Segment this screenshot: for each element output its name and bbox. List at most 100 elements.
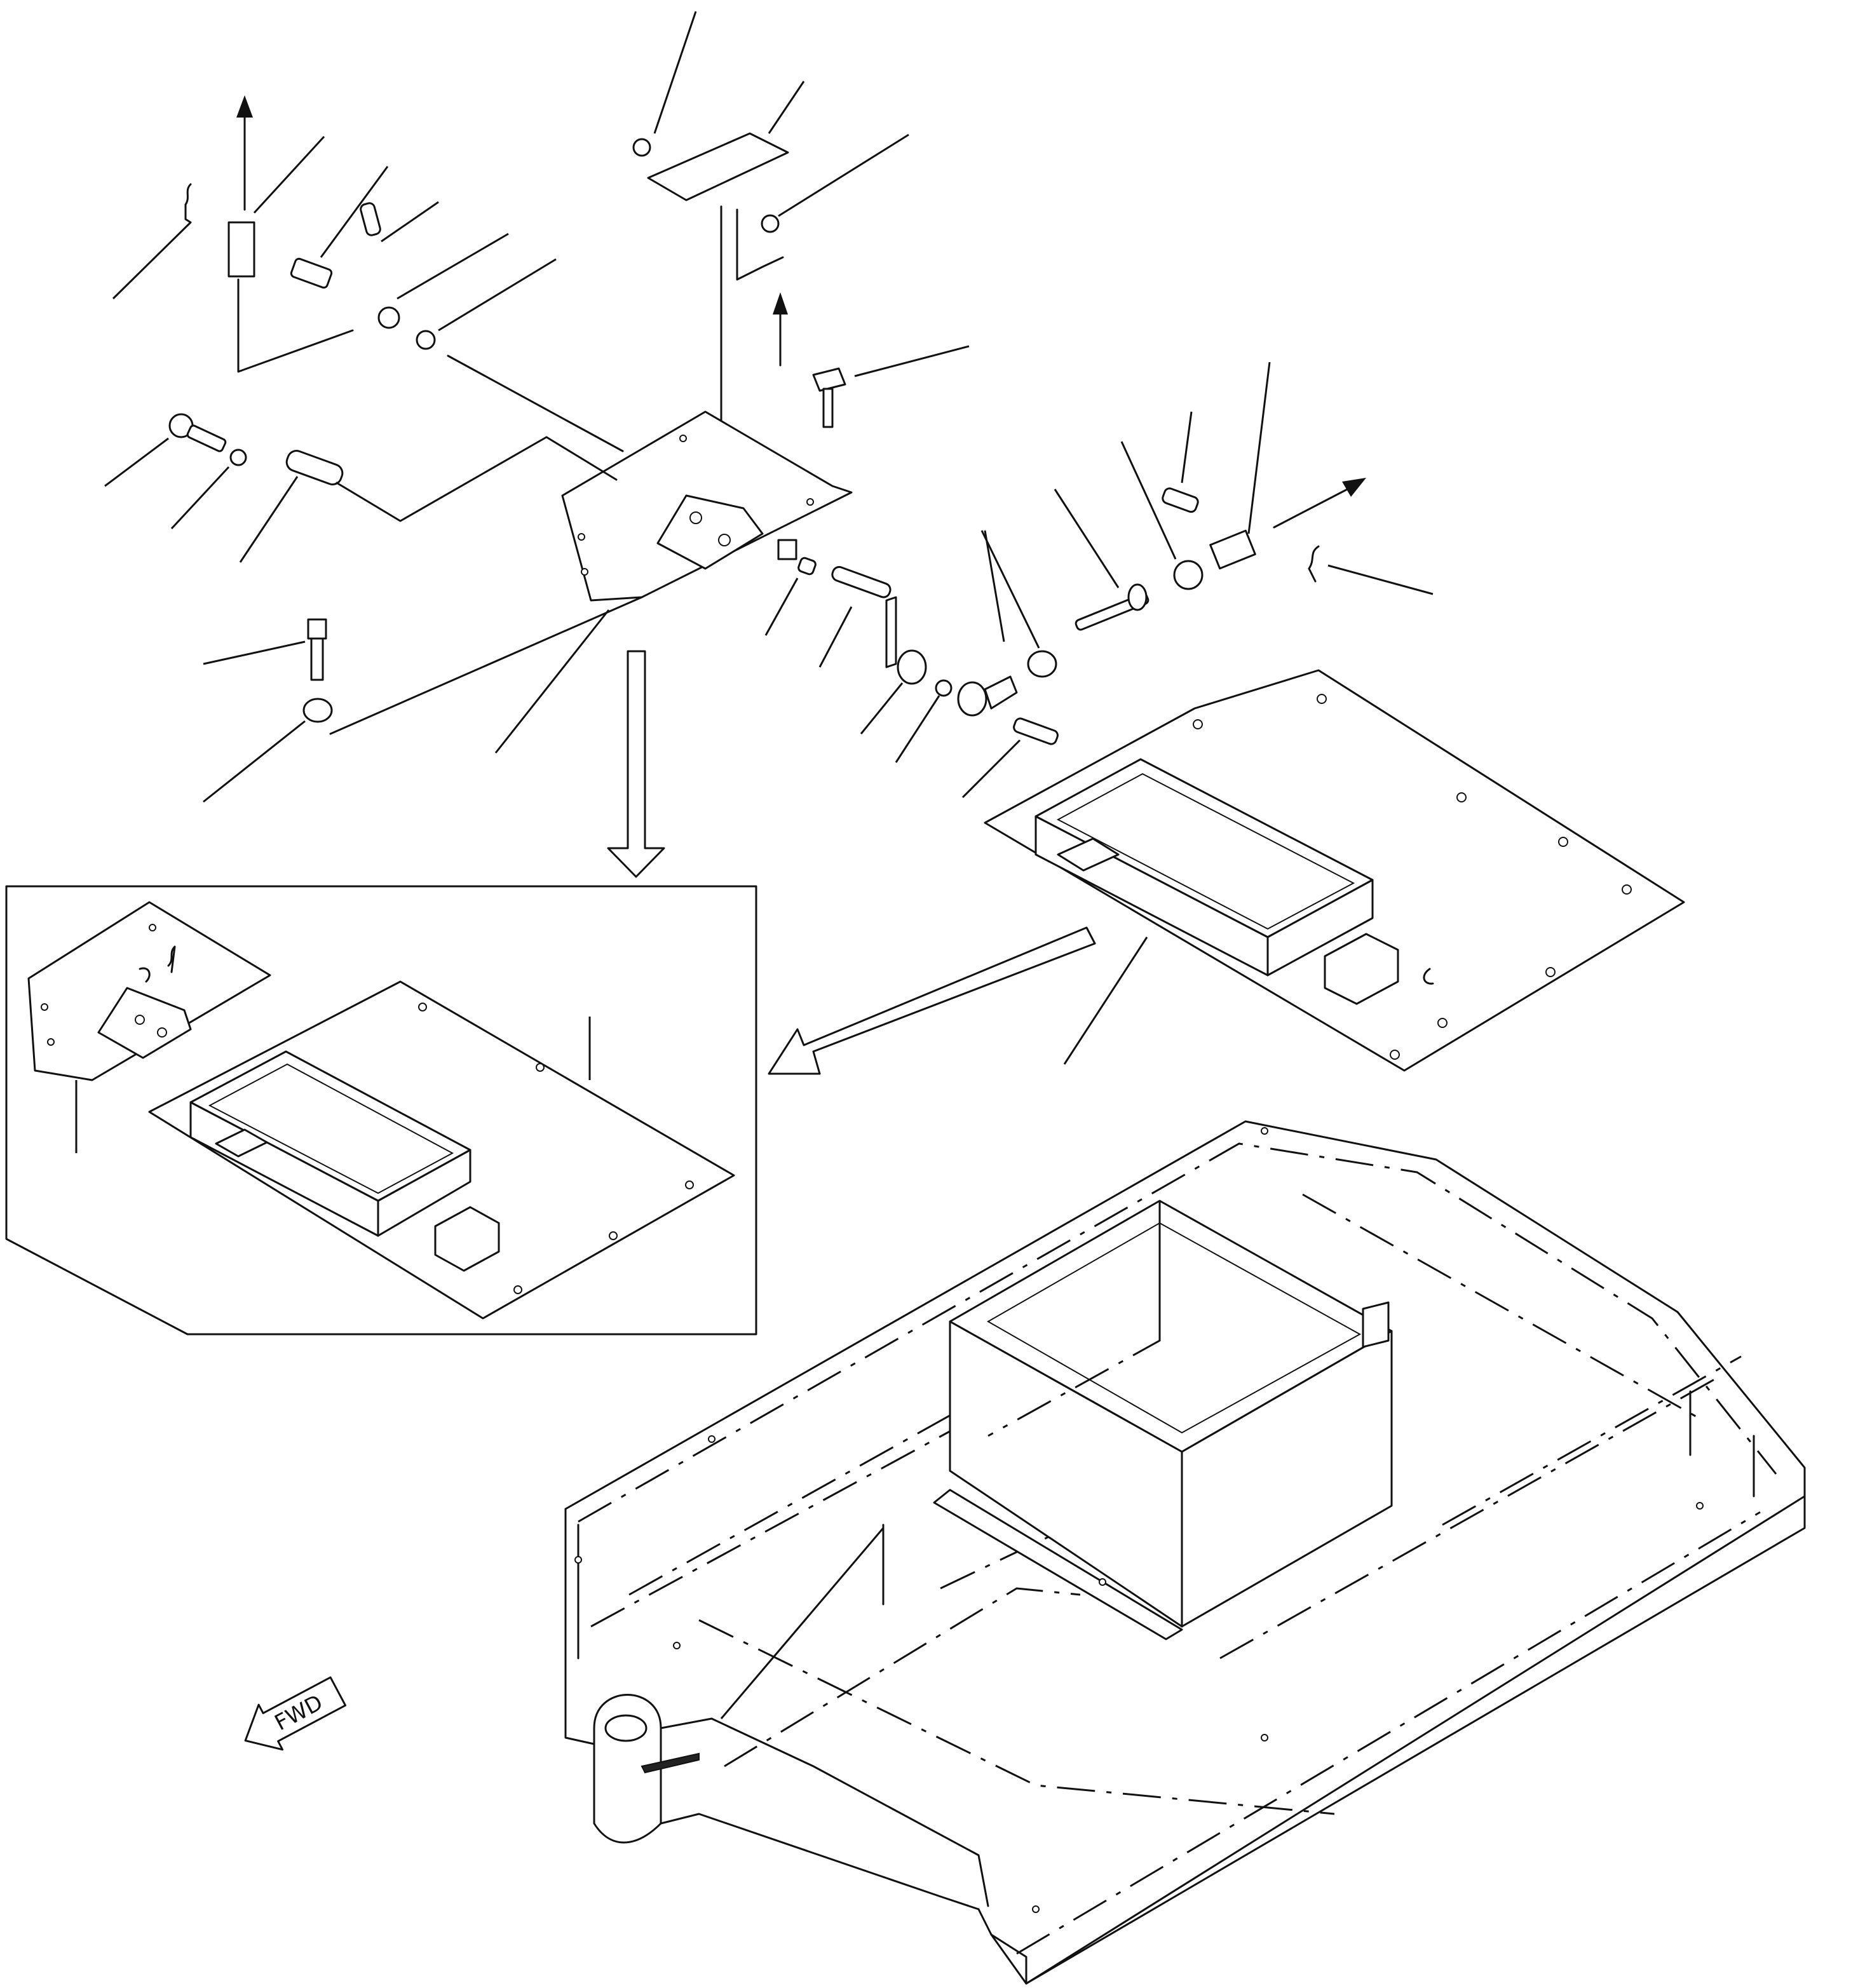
mount-hole <box>536 1063 545 1072</box>
leader-line <box>1247 362 1271 534</box>
hollow-arrow-left <box>768 926 1096 1075</box>
console-channel <box>1324 933 1399 1005</box>
short-pin <box>797 557 817 576</box>
guide-line-3 <box>336 436 618 522</box>
leader-line <box>895 695 940 763</box>
leader-line <box>170 466 230 530</box>
frame-lower-rail <box>660 1717 989 1907</box>
pin-bolt <box>290 257 333 289</box>
clevis-pin <box>285 450 344 485</box>
leader-line <box>1063 937 1148 1065</box>
rod-end-ball <box>957 681 987 717</box>
hollow-arrow-down <box>607 650 665 878</box>
leader-line <box>239 476 299 563</box>
leader-line <box>768 81 805 134</box>
leader-line <box>854 345 970 377</box>
frame-bottom-edge <box>990 1933 1027 1985</box>
mount-hole <box>513 1285 522 1294</box>
detail-arrow-left <box>768 926 1096 1075</box>
mount-hole <box>685 1180 694 1189</box>
mount-hole <box>1437 1018 1448 1028</box>
boss-bore <box>604 1714 648 1742</box>
rod-clevis <box>1209 529 1256 570</box>
spacer-bushing <box>416 330 436 350</box>
mount-hole <box>1032 1905 1040 1913</box>
guide-line-1 <box>237 278 354 373</box>
leader-line <box>203 640 306 665</box>
clevis-pin-2 <box>1162 487 1199 513</box>
center-box-hidden <box>987 1201 1161 1437</box>
rod-end-socket <box>984 675 1018 710</box>
pedal-bushing-left <box>632 138 651 157</box>
detail-inset <box>5 885 757 1335</box>
arrow-up-head <box>773 292 788 314</box>
leader-line <box>1327 564 1434 595</box>
arrow-right-head <box>1342 478 1366 497</box>
leader-line <box>720 1527 885 1719</box>
leader-line <box>104 437 169 487</box>
hinge-bracket <box>656 494 764 570</box>
bracket-stop <box>777 539 797 560</box>
detail-arrow-down <box>607 650 665 878</box>
leader-line <box>961 739 1021 799</box>
inset-hinge-hole <box>157 1027 167 1038</box>
hinge-hole <box>689 511 702 524</box>
leader-line <box>494 609 610 754</box>
hinge-hole <box>718 534 731 546</box>
mount-hole <box>1261 1127 1268 1135</box>
frame-inner-dash <box>590 1428 954 1628</box>
leader-line <box>381 201 439 243</box>
center-bracket-group <box>104 345 970 803</box>
center-box-opening <box>986 1222 1362 1434</box>
inset-spring <box>167 945 176 973</box>
frame-inner-ribs-2 <box>1689 1390 1755 1498</box>
guide-line-2 <box>447 355 624 452</box>
inset-box-inner <box>208 1063 454 1194</box>
frame-inner-dash-top <box>578 1142 1777 1523</box>
right-floor-plate-group <box>984 669 1685 1072</box>
inset-hinge-hole <box>135 1015 145 1025</box>
latch-block <box>227 221 255 278</box>
leader-line <box>253 135 325 214</box>
pedal-plate <box>647 132 789 201</box>
frame-left-edge <box>564 1508 595 1745</box>
snap-clip <box>1423 968 1434 985</box>
leader-line <box>818 606 853 668</box>
mount-hole <box>1696 1502 1704 1510</box>
link-plate <box>885 596 897 668</box>
inset-hinge <box>97 987 192 1059</box>
mount-hole <box>578 533 585 541</box>
lock-nut <box>377 306 400 329</box>
upper-left-latch-group <box>112 95 624 452</box>
leader-line <box>1181 411 1193 483</box>
mount-hole <box>1545 967 1556 977</box>
guide-line-4 <box>329 596 643 735</box>
inset-box-side <box>377 1149 471 1237</box>
mount-hole <box>1558 837 1568 847</box>
leader-line <box>980 530 1040 649</box>
plain-washer <box>229 449 247 466</box>
link-pin <box>831 565 892 598</box>
leader-line <box>764 578 799 636</box>
console-tab <box>1057 837 1120 872</box>
frame-inner-ribs <box>577 1524 885 1660</box>
fwd-direction-arrow: FWD <box>244 1676 347 1751</box>
revolving-frame-group <box>564 1120 1806 1985</box>
snap-ring <box>935 679 953 697</box>
mount-hole <box>1622 884 1632 895</box>
rod-adjuster <box>1127 583 1148 611</box>
hex-nut <box>302 698 333 723</box>
frame-inner-dash <box>1219 1377 1716 1660</box>
console-box-side <box>1266 879 1374 977</box>
frame-right-edge <box>1025 1495 1806 1985</box>
collar <box>897 649 927 685</box>
mount-hole <box>47 1038 55 1046</box>
leader-line <box>1120 441 1177 560</box>
leader-line <box>397 233 509 300</box>
jam-nut <box>1027 650 1057 678</box>
center-box-tab <box>1362 1301 1390 1348</box>
leader-line <box>320 166 389 258</box>
inset-channel <box>434 1206 500 1272</box>
mount-hole <box>574 1556 582 1564</box>
